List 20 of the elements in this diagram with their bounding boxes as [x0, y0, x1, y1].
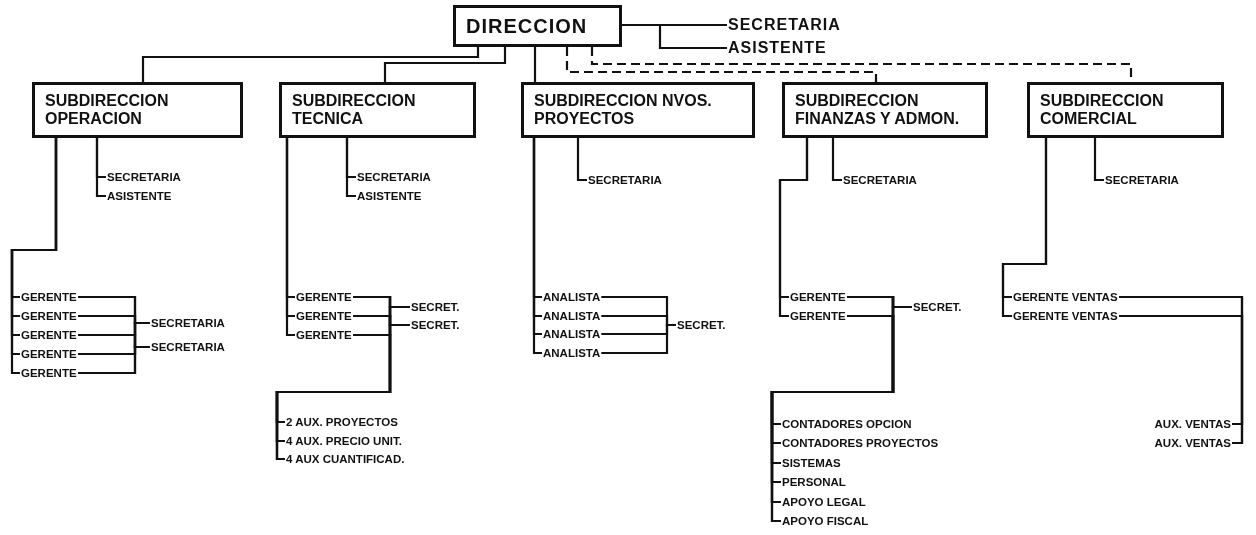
connector	[622, 23, 727, 50]
org-unit-box: SUBDIRECCION FINANZAS Y ADMON.	[782, 82, 988, 138]
connector	[1093, 138, 1104, 182]
connector	[831, 138, 842, 182]
connector	[533, 47, 537, 82]
connector	[345, 138, 356, 198]
connector	[576, 138, 587, 182]
connector	[383, 47, 507, 82]
org-unit-box: SUBDIRECCION TECNICA	[279, 82, 476, 138]
connector	[601, 323, 676, 355]
org-unit-box: SUBDIRECCION COMERCIAL	[1027, 82, 1224, 138]
connector	[77, 345, 150, 375]
org-unit-box: DIRECCION	[453, 5, 622, 47]
org-unit-box: SUBDIRECCION NVOS. PROYECTOS	[521, 82, 755, 138]
connector	[141, 47, 480, 82]
position-label: ASISTENTE	[727, 40, 828, 56]
connector	[95, 138, 106, 198]
dashed-connector	[565, 47, 878, 82]
org-unit-box: SUBDIRECCION OPERACION	[32, 82, 243, 138]
position-label: SECRETARIA	[727, 17, 842, 33]
